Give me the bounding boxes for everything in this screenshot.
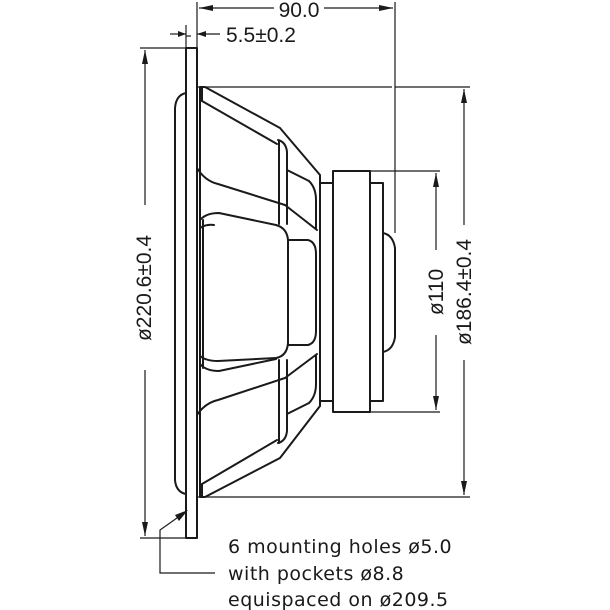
dimension-flange-thickness: 5.5±0.2 [170, 24, 296, 48]
dimension-magnet-diameter: ø110 [425, 173, 448, 410]
depth-label: 90.0 [279, 0, 320, 22]
flange [174, 47, 392, 539]
note-line-2: with pockets ø8.8 [228, 563, 404, 585]
outer-diameter-label: ø220.6±0.4 [133, 235, 156, 341]
dimension-depth: 90.0 [196, 0, 396, 233]
magnet-assembly [319, 170, 440, 413]
note-line-3: equispaced on ø209.5 [228, 589, 449, 610]
basket-frame [196, 86, 321, 498]
mounting-note: 6 mounting holes ø5.0 with pockets ø8.8 … [228, 536, 452, 610]
magnet-diameter-label: ø110 [425, 269, 448, 315]
dimension-outer-diameter: ø220.6±0.4 [133, 47, 197, 539]
dimension-cutout-diameter: ø186.4±0.4 [392, 86, 476, 498]
mounting-hole-leader [159, 510, 215, 574]
cutout-diameter-label: ø186.4±0.4 [453, 239, 476, 345]
note-line-1: 6 mounting holes ø5.0 [228, 536, 452, 558]
flange-thickness-label: 5.5±0.2 [226, 24, 296, 47]
